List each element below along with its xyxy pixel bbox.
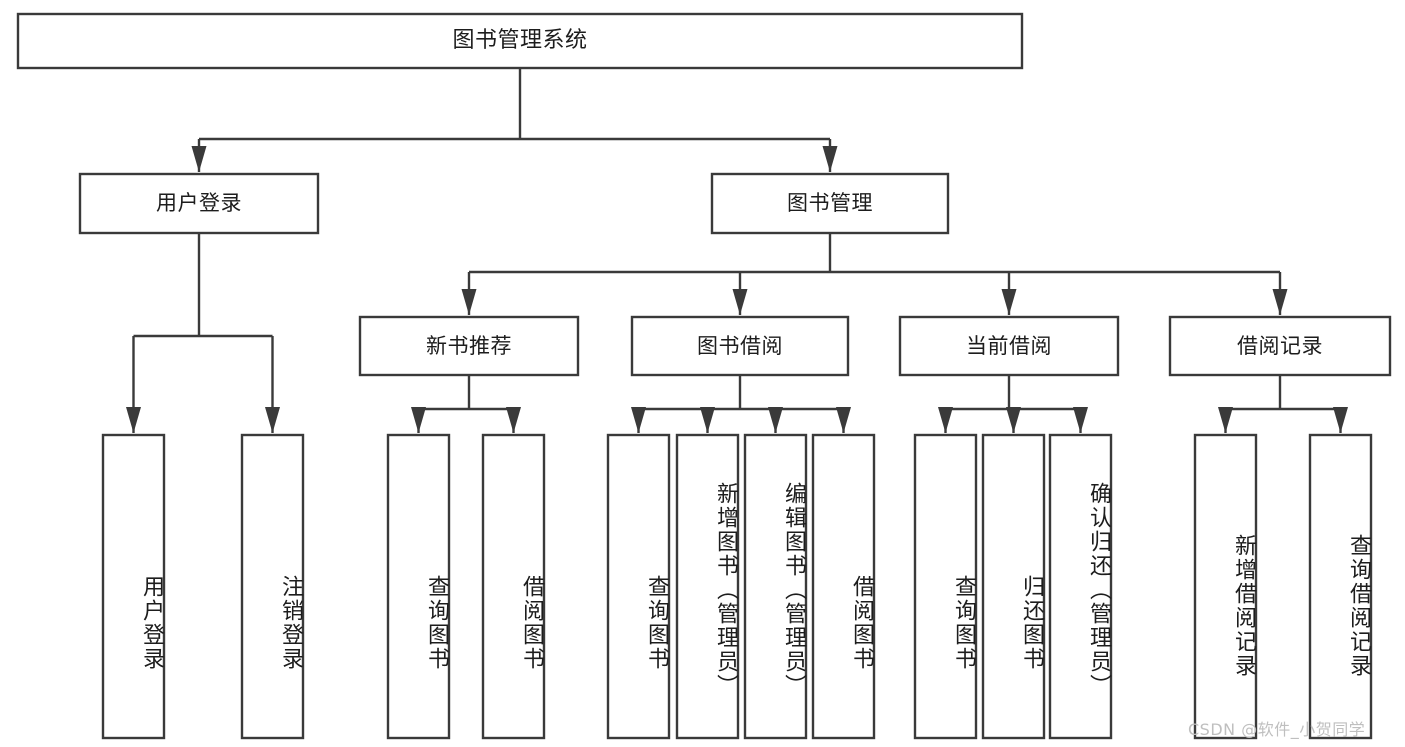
arrow-head-icon-leaf-8 <box>938 407 953 433</box>
arrow-head-icon-level2-3 <box>1272 289 1288 315</box>
arrow-head-icon-level1-1 <box>822 146 838 172</box>
arrow-head-icon-leaf-2 <box>411 407 426 433</box>
arrow-head-icon-level2-2 <box>1001 289 1017 315</box>
node-box-leaf-5[interactable] <box>675 433 740 740</box>
arrow-head-icon-level2-1 <box>732 289 748 315</box>
box-layer <box>16 12 1392 740</box>
node-box-leaf-12[interactable] <box>1308 433 1373 740</box>
arrow-head-icon-leaf-3 <box>506 407 521 433</box>
node-box-leaf-8[interactable] <box>913 433 978 740</box>
node-box-leaf-3[interactable] <box>481 433 546 740</box>
arrow-head-icon-level1-0 <box>191 146 207 172</box>
node-box-leaf-4[interactable] <box>606 433 671 740</box>
connector-layer <box>126 68 1348 433</box>
arrow-head-icon-leaf-9 <box>1006 407 1021 433</box>
node-box-level1-0[interactable] <box>78 172 320 235</box>
arrow-head-icon-leaf-1 <box>265 407 280 433</box>
arrow-head-icon-level2-0 <box>461 289 477 315</box>
arrow-head-icon-leaf-12 <box>1333 407 1348 433</box>
arrow-head-icon-leaf-0 <box>126 407 141 433</box>
node-box-level2-2[interactable] <box>898 315 1120 377</box>
arrow-head-icon-leaf-6 <box>768 407 783 433</box>
node-box-level2-0[interactable] <box>358 315 580 377</box>
node-box-leaf-10[interactable] <box>1048 433 1113 740</box>
node-box-leaf-0[interactable] <box>101 433 166 740</box>
node-box-leaf-6[interactable] <box>743 433 808 740</box>
arrow-head-icon-leaf-5 <box>700 407 715 433</box>
node-box-leaf-2[interactable] <box>386 433 451 740</box>
node-box-leaf-11[interactable] <box>1193 433 1258 740</box>
node-box-level2-3[interactable] <box>1168 315 1392 377</box>
arrow-head-icon-leaf-7 <box>836 407 851 433</box>
node-box-root-0[interactable] <box>16 12 1024 70</box>
node-box-leaf-7[interactable] <box>811 433 876 740</box>
node-box-leaf-9[interactable] <box>981 433 1046 740</box>
arrow-head-icon-leaf-11 <box>1218 407 1233 433</box>
node-box-level2-1[interactable] <box>630 315 850 377</box>
arrow-head-icon-leaf-4 <box>631 407 646 433</box>
node-box-leaf-1[interactable] <box>240 433 305 740</box>
arrow-head-icon-leaf-10 <box>1073 407 1088 433</box>
node-box-level1-1[interactable] <box>710 172 950 235</box>
